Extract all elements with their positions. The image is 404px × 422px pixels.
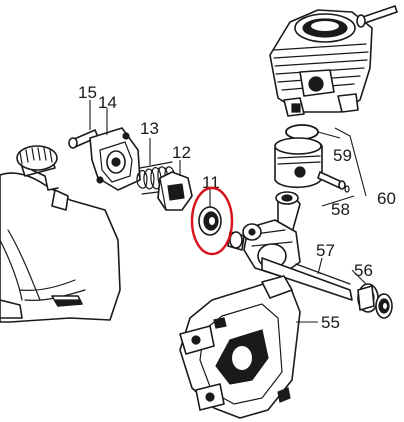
callout-labels: 15 14 13 12 11 59 60 58 57 56 55	[78, 83, 396, 332]
part-11-seal	[198, 206, 222, 236]
piston-ring	[285, 124, 319, 140]
piston	[274, 137, 323, 189]
leader-lines	[89, 100, 367, 323]
fuel-tank-housing	[0, 145, 121, 323]
callout-14: 14	[98, 93, 117, 112]
highlight-circle	[190, 186, 234, 256]
callout-56: 56	[354, 261, 373, 280]
callout-15: 15	[78, 83, 97, 102]
callout-57: 57	[316, 241, 335, 260]
callout-13: 13	[140, 119, 159, 138]
callout-55: 55	[321, 313, 340, 332]
part-14-bracket	[89, 127, 141, 191]
callout-58: 58	[331, 200, 350, 219]
crankshaft	[227, 191, 353, 301]
piston-pin	[317, 171, 350, 193]
callout-60: 60	[377, 189, 396, 208]
part-12-drum	[157, 171, 193, 211]
callout-59: 59	[333, 146, 352, 165]
cylinder	[269, 9, 373, 117]
cylinder-bolt	[356, 5, 398, 28]
crank-seal-right	[375, 293, 393, 319]
part-55-crankcase	[179, 275, 301, 419]
part-56-bearing	[357, 283, 379, 313]
callout-12: 12	[172, 143, 191, 162]
